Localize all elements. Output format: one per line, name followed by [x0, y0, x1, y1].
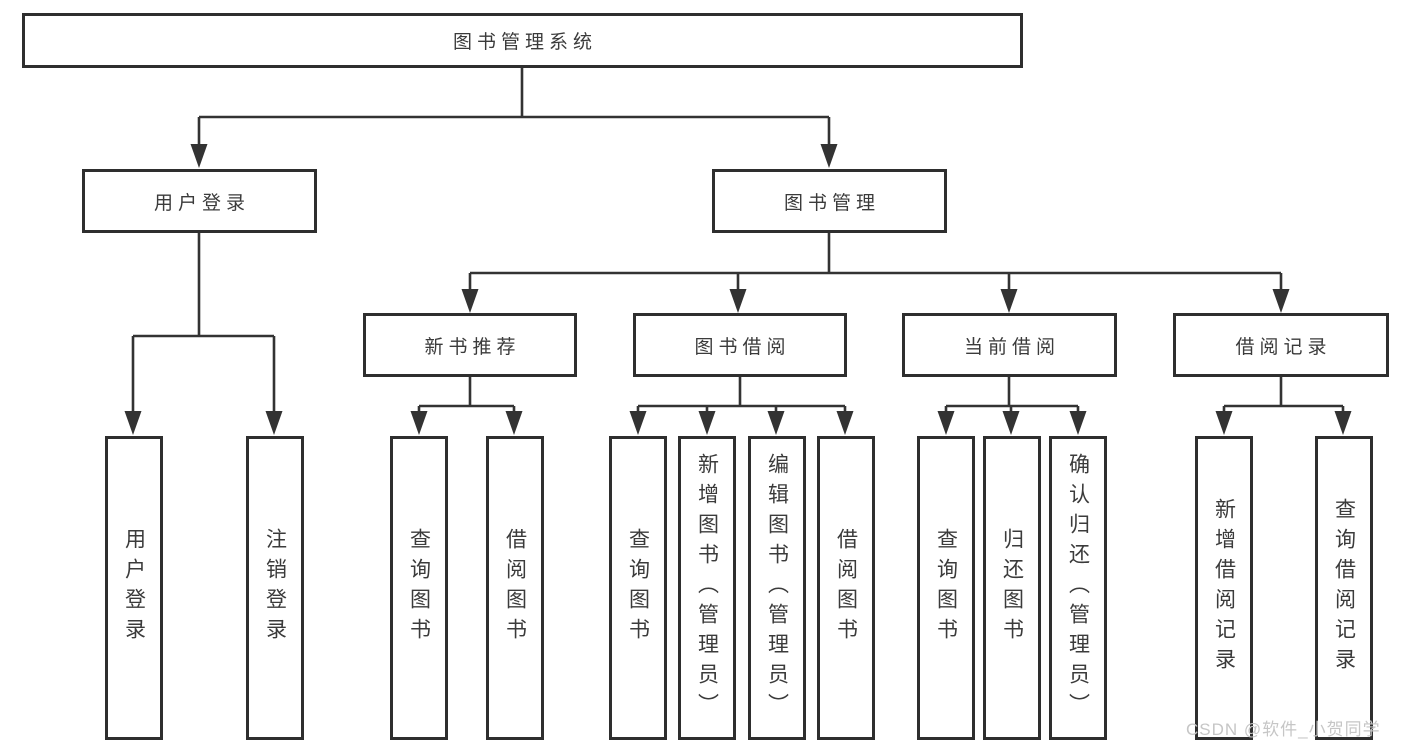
csdn-watermark: CSDN @软件_小贺同学	[1186, 720, 1381, 739]
leaf-query-books-borrowing: 查询图书	[609, 436, 667, 740]
node-label: 编辑图书（管理员）	[765, 453, 789, 723]
node-label: 当前借阅	[963, 336, 1060, 358]
node-borrowing-records: 借阅记录	[1173, 313, 1389, 377]
leaf-add-borrow-record: 新增借阅记录	[1195, 436, 1253, 740]
leaf-query-borrow-record: 查询借阅记录	[1315, 436, 1373, 740]
leaf-query-books-recommend: 查询图书	[390, 436, 448, 740]
node-label: 查询借阅记录	[1332, 498, 1356, 678]
leaf-logout-login: 注销登录	[246, 436, 304, 740]
node-label: 查询图书	[934, 528, 958, 648]
leaf-borrow-books-borrowing: 借阅图书	[817, 436, 875, 740]
node-label: 注销登录	[263, 528, 287, 648]
node-label: 归还图书	[1000, 528, 1024, 648]
node-library-management-system: 图书管理系统	[22, 13, 1023, 68]
leaf-query-books-current: 查询图书	[917, 436, 975, 740]
node-label: 新增借阅记录	[1212, 498, 1236, 678]
node-label: 查询图书	[407, 528, 431, 648]
node-label: 新增图书（管理员）	[695, 453, 719, 723]
node-label: 图书借阅	[694, 336, 791, 358]
node-label: 图书管理	[783, 192, 880, 214]
leaf-confirm-return-admin: 确认归还（管理员）	[1049, 436, 1107, 740]
node-label: 图书管理系统	[452, 32, 597, 53]
node-new-book-recommendation: 新书推荐	[363, 313, 577, 377]
node-label: 用户登录	[122, 528, 146, 648]
leaf-user-login: 用户登录	[105, 436, 163, 740]
node-current-borrowing: 当前借阅	[902, 313, 1117, 377]
leaf-borrow-books-recommend: 借阅图书	[486, 436, 544, 740]
node-book-management: 图书管理	[712, 169, 947, 233]
node-label: 新书推荐	[424, 336, 521, 358]
node-label: 确认归还（管理员）	[1066, 453, 1090, 723]
leaf-return-books: 归还图书	[983, 436, 1041, 740]
node-label: 借阅记录	[1235, 336, 1332, 358]
leaf-add-books-admin: 新增图书（管理员）	[678, 436, 736, 740]
node-label: 借阅图书	[834, 528, 858, 648]
arrowhead-icons	[124, 144, 1352, 435]
node-user-login-branch: 用户登录	[82, 169, 317, 233]
leaf-edit-books-admin: 编辑图书（管理员）	[748, 436, 806, 740]
node-label: 查询图书	[626, 528, 650, 648]
node-label: 用户登录	[153, 192, 250, 214]
node-book-borrowing: 图书借阅	[633, 313, 847, 377]
node-label: 借阅图书	[503, 528, 527, 648]
